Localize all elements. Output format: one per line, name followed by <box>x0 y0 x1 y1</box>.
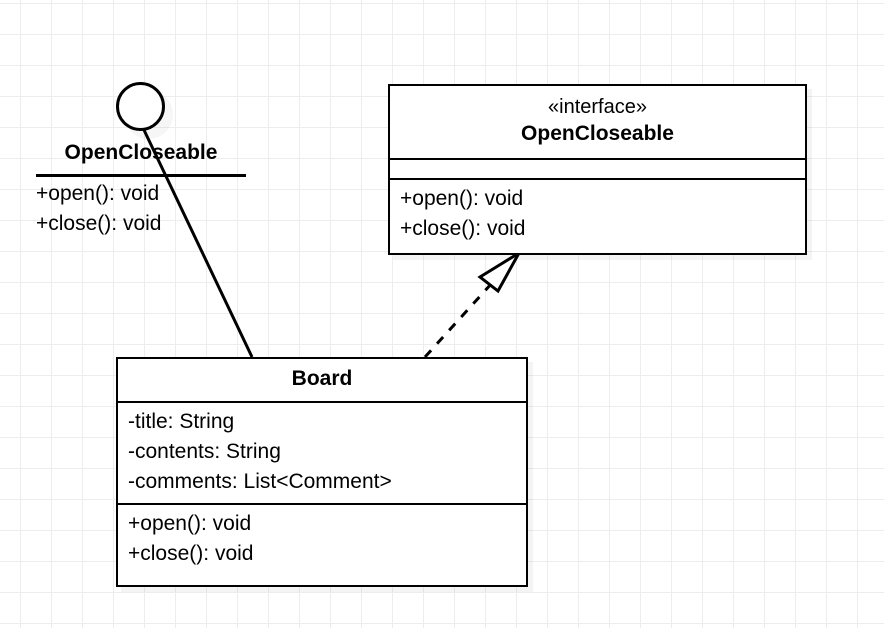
interface-name-compartment: «interface» OpenCloseable <box>390 86 805 158</box>
interface-stereotype: «interface» <box>548 96 647 118</box>
board-attribute-comments: -comments: List<Comment> <box>128 470 392 493</box>
provided-interface-ball-icon[interactable] <box>116 82 165 131</box>
lollipop-operation-open: +open(): void <box>36 182 160 205</box>
board-attributes-compartment: -title: String -contents: String -commen… <box>118 401 526 503</box>
board-attribute-title: -title: String <box>128 410 235 433</box>
board-operation-open: +open(): void <box>128 512 252 535</box>
board-attribute-contents: -contents: String <box>128 440 281 463</box>
lollipop-class-title: OpenCloseable <box>64 141 218 164</box>
interface-operations-compartment: +open(): void +close(): void <box>390 178 805 250</box>
interface-class-box[interactable]: «interface» OpenCloseable +open(): void … <box>388 84 807 255</box>
board-name-compartment: Board <box>118 359 526 401</box>
interface-name: OpenCloseable <box>521 122 674 145</box>
interface-operation-open: +open(): void <box>400 187 524 210</box>
lollipop-divider <box>36 174 246 177</box>
board-operations-compartment: +open(): void +close(): void <box>118 503 526 575</box>
realization-arrowhead <box>477 248 524 294</box>
lollipop-operation-close: +close(): void <box>36 212 162 235</box>
lollipop-interface-label: OpenCloseable +open(): void +close(): vo… <box>36 138 246 239</box>
interface-operation-close: +close(): void <box>400 217 526 240</box>
board-name: Board <box>291 367 353 390</box>
board-operation-close: +close(): void <box>128 542 254 565</box>
interface-attributes-compartment <box>390 158 805 178</box>
realization-line[interactable] <box>423 281 494 359</box>
board-class-box[interactable]: Board -title: String -contents: String -… <box>116 357 528 587</box>
